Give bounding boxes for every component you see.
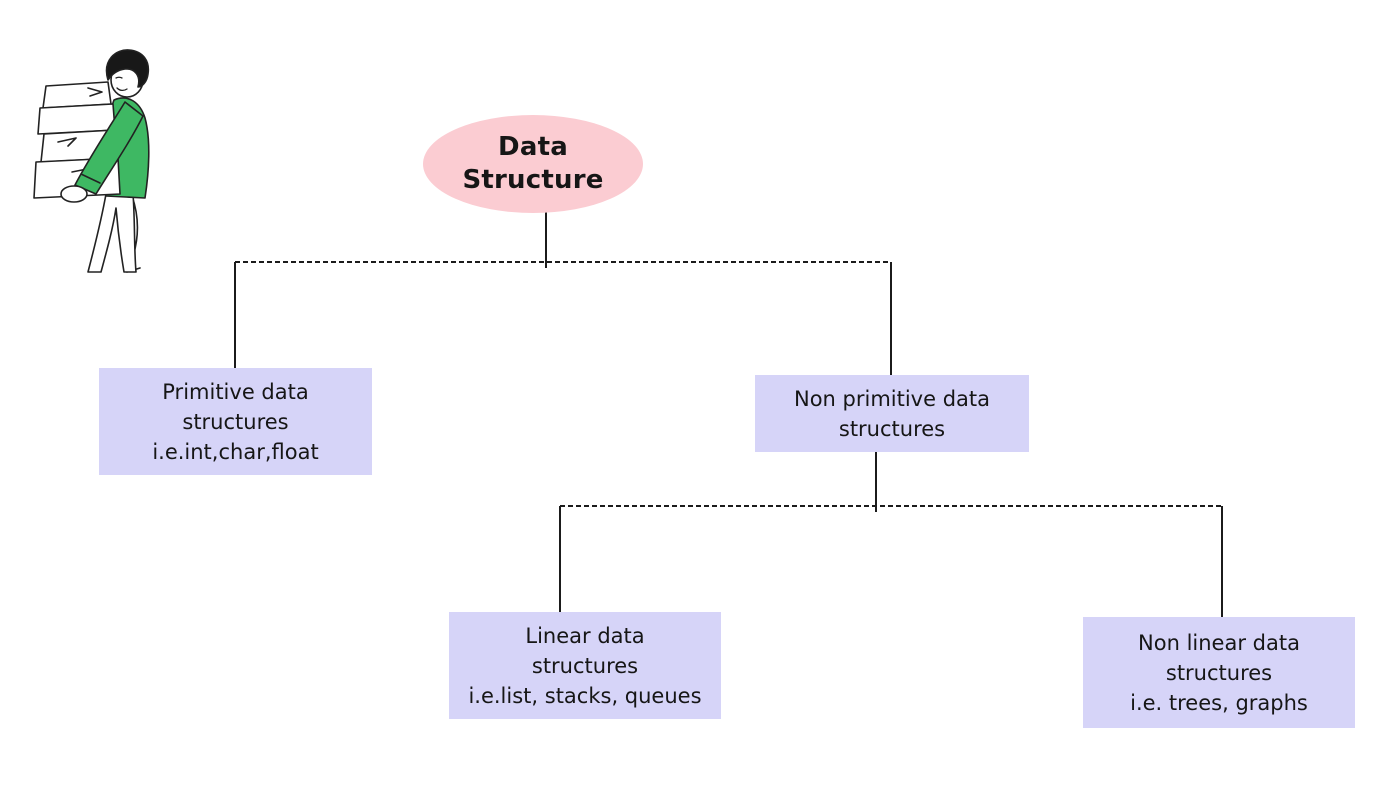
person-face [115, 76, 128, 92]
box-stack [33, 81, 121, 199]
node-data-structure: Data Structure [423, 115, 643, 213]
node-label-line: Non primitive data [793, 386, 991, 411]
node-non-primitive-data-structures: Non primitive data structures [755, 375, 1029, 452]
person-cuff [80, 173, 101, 184]
node-label-line: structures [182, 409, 289, 434]
node-label-line: Non linear data [1138, 630, 1300, 655]
node-label-line: structures [838, 416, 946, 441]
node-label-line: Linear data [525, 623, 645, 648]
person-carrying-boxes-illustration [33, 49, 150, 273]
node-label-line: i.e. trees, graphs [1130, 690, 1308, 715]
person-arm [74, 101, 144, 195]
person-hair [105, 49, 150, 88]
person-head [110, 62, 144, 98]
root-label-line-2: Structure [462, 165, 604, 195]
node-label-line: i.e.list, stacks, queues [468, 683, 702, 708]
node-label-line: i.e.int,char,float [152, 439, 319, 464]
node-label-line: structures [1165, 660, 1273, 685]
node-label-line: structures [531, 653, 639, 678]
node-non-linear-data-structures: Non linear data structures i.e. trees, g… [1083, 617, 1355, 728]
person-pants [87, 193, 137, 273]
node-linear-data-structures: Linear data structures i.e.list, stacks,… [449, 612, 721, 719]
node-label-line: Primitive data [162, 379, 309, 404]
person-hand [60, 185, 88, 203]
person-torso [103, 97, 150, 199]
node-primitive-data-structures: Primitive data structures i.e.int,char,f… [99, 368, 372, 475]
person-back-leg [126, 195, 141, 273]
root-label-line-1: Data [498, 132, 568, 162]
